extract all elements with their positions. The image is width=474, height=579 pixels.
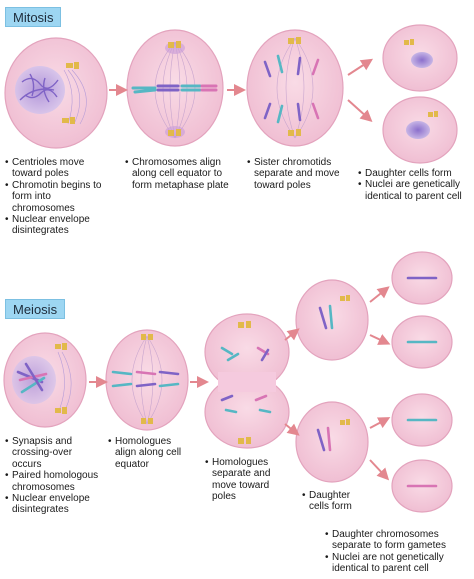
mitosis-caption-4: Daughter cells form Nuclei are genetical… <box>358 168 470 202</box>
meiosis-caption-5: Daughter chromosomes separate to form ga… <box>325 529 471 575</box>
mitosis-caption-3: Sister chromotids separate and move towa… <box>247 157 351 191</box>
mitosis-caption-1: Centrioles move toward poles Chromotin b… <box>5 157 115 237</box>
caption-item: Daughter chromosomes separate to form ga… <box>325 529 471 552</box>
caption-item: Nuclei are not genetically identical to … <box>325 552 471 575</box>
mitosis-daughter-cell-top <box>382 24 458 92</box>
caption-item: Nuclear envelope disintegrates <box>5 493 101 516</box>
meiosis-daughter-cell-bottom <box>295 401 369 483</box>
meiosis-caption-1: Synapsis and crossing-over occurs Paired… <box>5 436 101 516</box>
caption-item: Chromotin begins to form into chromosome… <box>5 180 115 214</box>
mitosis-anaphase-cell <box>246 29 344 147</box>
caption-item: Synapsis and crossing-over occurs <box>5 436 101 470</box>
mitosis-caption-2: Chromosomes align along cell equator to … <box>125 157 237 191</box>
caption-item: Centrioles move toward poles <box>5 157 115 180</box>
meiosis-tag: Meiosis <box>5 299 66 319</box>
meiosis-gamete-cells <box>391 251 453 513</box>
caption-item: Homologues separate and move toward pole… <box>205 457 287 503</box>
mitosis-tag: Mitosis <box>5 7 62 27</box>
meiosis-daughter-cell-top <box>295 279 369 361</box>
mitosis-metaphase-cell <box>126 29 224 147</box>
caption-item: Homologues align along cell equator <box>108 436 194 470</box>
meiosis-caption-4: Daughter cells form <box>302 490 366 513</box>
caption-item: Paired homologous chromosomes <box>5 470 101 493</box>
mitosis-arrows <box>109 58 374 123</box>
meiosis-caption-3: Homologues separate and move toward pole… <box>205 457 287 503</box>
mitosis-daughter-cell-bottom <box>382 96 458 164</box>
meiosis-prophase-cell <box>3 332 87 428</box>
caption-item: Daughter cells form <box>302 490 366 513</box>
caption-item: Chromosomes align along cell equator to … <box>125 157 237 191</box>
caption-item: Nuclei are genetically identical to pare… <box>358 179 470 202</box>
meiosis-arrows <box>89 286 391 481</box>
caption-item: Sister chromotids separate and move towa… <box>247 157 351 191</box>
caption-item: Daughter cells form <box>358 168 470 180</box>
mitosis-prophase-cell <box>4 37 108 149</box>
caption-item: Nuclear envelope disintegrates <box>5 214 115 237</box>
meiosis-anaphase-cell <box>204 313 290 449</box>
meiosis-caption-2: Homologues align along cell equator <box>108 436 194 470</box>
meiosis-metaphase-cell <box>105 329 189 431</box>
